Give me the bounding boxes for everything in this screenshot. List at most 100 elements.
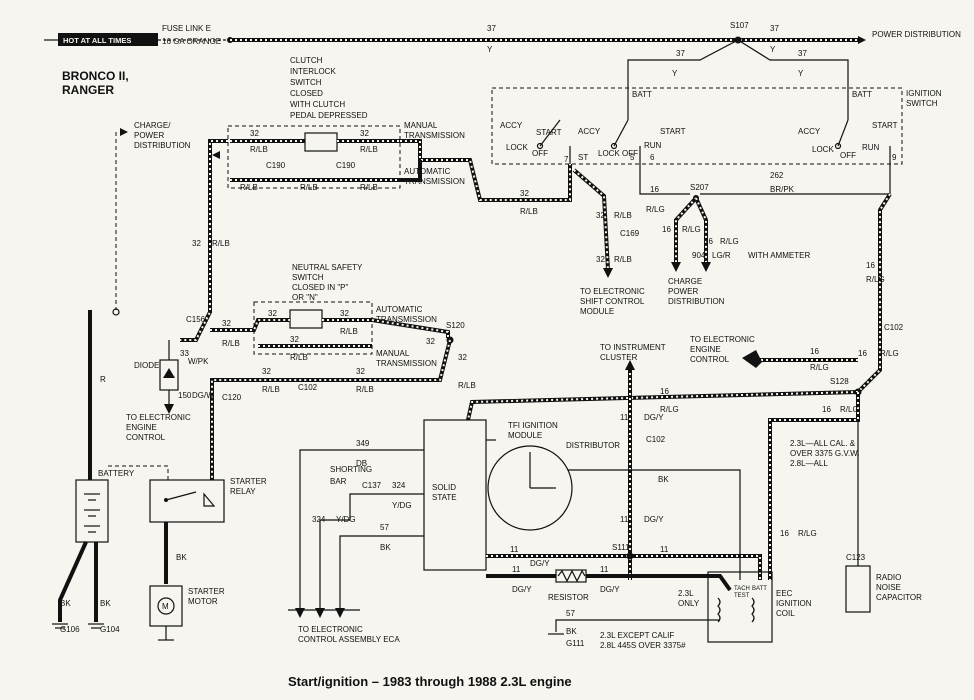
rlg-eec: R/LG <box>810 363 829 372</box>
battery-cells-icon <box>84 493 100 533</box>
w32-s120d: 32 <box>458 353 467 362</box>
c156: C156 <box>186 315 206 324</box>
splice-s128: S128 <box>830 377 849 386</box>
neutral-l3: CLOSED IN "P" <box>292 283 349 292</box>
ydg-a: Y/DG <box>392 501 412 510</box>
pos-lock-2: LOCK <box>598 149 620 158</box>
to-cluster-l1: TO INSTRUMENT <box>600 343 666 352</box>
pin-6: 6 <box>650 153 655 162</box>
w16-right: 16 <box>866 261 875 270</box>
eec-arrow-icon <box>742 350 762 368</box>
rlb-n1: R/LB <box>222 339 240 348</box>
bus-circuit-right: 37 <box>770 24 779 33</box>
starter-relay <box>149 479 225 523</box>
tach-test-2: TEST <box>734 593 750 599</box>
rlg-right2: R/LG <box>880 349 899 358</box>
dgw: DG/W <box>192 391 214 400</box>
motor-m: M <box>162 602 169 611</box>
to-eec-l3: CONTROL <box>690 355 730 364</box>
neutral-l1: NEUTRAL SAFETY <box>292 263 363 272</box>
shorting-bar-l1: SHORTING <box>330 465 372 474</box>
w11-c: 11 <box>510 545 519 554</box>
w11-f: 11 <box>600 565 609 574</box>
brpk: BR/PK <box>770 185 795 194</box>
solid-state-l1: SOLID <box>432 483 456 492</box>
w32-b: 32 <box>360 129 369 138</box>
ignition-switch-label: IGNITION <box>906 89 942 98</box>
w11-d: 11 <box>660 545 669 554</box>
rlb-n3: R/LB <box>340 327 358 336</box>
tfi-ignition-module <box>423 419 487 571</box>
w32-s120c: 32 <box>356 367 365 376</box>
clutch-switch <box>304 132 338 152</box>
clutch-module-box <box>227 125 401 189</box>
w16-cp: 16 <box>662 225 671 234</box>
pin-9: 9 <box>892 153 897 162</box>
rlb-n4: R/LB <box>290 353 308 362</box>
starter-relay-l1: STARTER <box>230 477 267 486</box>
with-ammeter: WITH AMMETER <box>748 251 810 260</box>
diode-icon <box>163 368 175 378</box>
clutch-l4: CLOSED <box>290 89 323 98</box>
pin-5: 5 <box>630 153 635 162</box>
rlb-s120c: R/LB <box>356 385 374 394</box>
to-eec-l2: ENGINE <box>690 345 721 354</box>
pos-run-2: RUN <box>644 141 662 150</box>
bk-g111: BK <box>566 627 577 636</box>
charge-power-l2: POWER <box>134 131 164 140</box>
w32-n2: 32 <box>268 309 277 318</box>
bk-2: BK <box>100 599 111 608</box>
power-dist-label: POWER DISTRIBUTION <box>872 30 961 39</box>
only-23-l2: ONLY <box>678 599 700 608</box>
w33: 33 <box>180 349 189 358</box>
charge-power-l1: CHARGE/ <box>134 121 171 130</box>
ground-icon <box>52 623 104 629</box>
c123: C123 <box>846 553 866 562</box>
except-calif-l1: 2.3L EXCEPT CALIF <box>600 631 674 640</box>
c190-b: C190 <box>336 161 356 170</box>
pos-off-1: OFF <box>532 149 548 158</box>
eec-coil-l3: COIL <box>776 609 795 618</box>
rlb-s120d: R/LB <box>458 381 476 390</box>
y-right: Y <box>798 69 804 78</box>
wire-r: R <box>100 375 106 384</box>
w57-g111: 57 <box>566 609 575 618</box>
resistor <box>555 569 587 583</box>
dgy-a: DG/Y <box>644 413 664 422</box>
neutral-switch-box <box>253 301 373 355</box>
to-eec2-l1: TO ELECTRONIC <box>126 413 191 422</box>
splice-s111: S111 <box>612 543 630 552</box>
rlb-e: R/LB <box>360 183 378 192</box>
pos-start-2: START <box>660 127 686 136</box>
w32-n3: 32 <box>340 309 349 318</box>
ignition-switch-box <box>491 87 903 165</box>
splice-s120: S120 <box>446 321 465 330</box>
dgy-e: DG/Y <box>600 585 620 594</box>
battery <box>75 479 109 543</box>
batt-label-2: BATT <box>852 90 872 99</box>
w37-right: 37 <box>798 49 807 58</box>
all-cal-l1: 2.3L—ALL CAL. & <box>790 439 856 448</box>
w150: 150 <box>178 391 192 400</box>
auto-trans-2: AUTOMATIC <box>376 305 423 314</box>
pos-run-3: RUN <box>862 143 880 152</box>
to-shift-l2: SHIFT CONTROL <box>580 297 645 306</box>
all-cal-l3: 2.8L—ALL <box>790 459 828 468</box>
auto-trans-1: AUTOMATIC <box>404 167 451 176</box>
rlg-right: R/LG <box>866 275 885 284</box>
coil-winding-icon <box>717 597 721 623</box>
to-eec2-l3: CONTROL <box>126 433 166 442</box>
pos-off-3: OFF <box>840 151 856 160</box>
distributor <box>487 445 573 531</box>
pos-accy-1: ACCY <box>500 121 523 130</box>
splice-s111-dot <box>626 552 634 560</box>
radio-l1: RADIO <box>876 573 901 582</box>
charge-power-l3: DISTRIBUTION <box>134 141 191 150</box>
w16-tfi: 16 <box>660 387 669 396</box>
diagram-caption: Start/ignition – 1983 through 1988 2.3L … <box>288 674 572 689</box>
w324-b: 324 <box>312 515 326 524</box>
w16-eec: 16 <box>810 347 819 356</box>
c102-center: C102 <box>646 435 666 444</box>
pos-lock-1: LOCK <box>506 143 528 152</box>
c169: C169 <box>620 229 640 238</box>
